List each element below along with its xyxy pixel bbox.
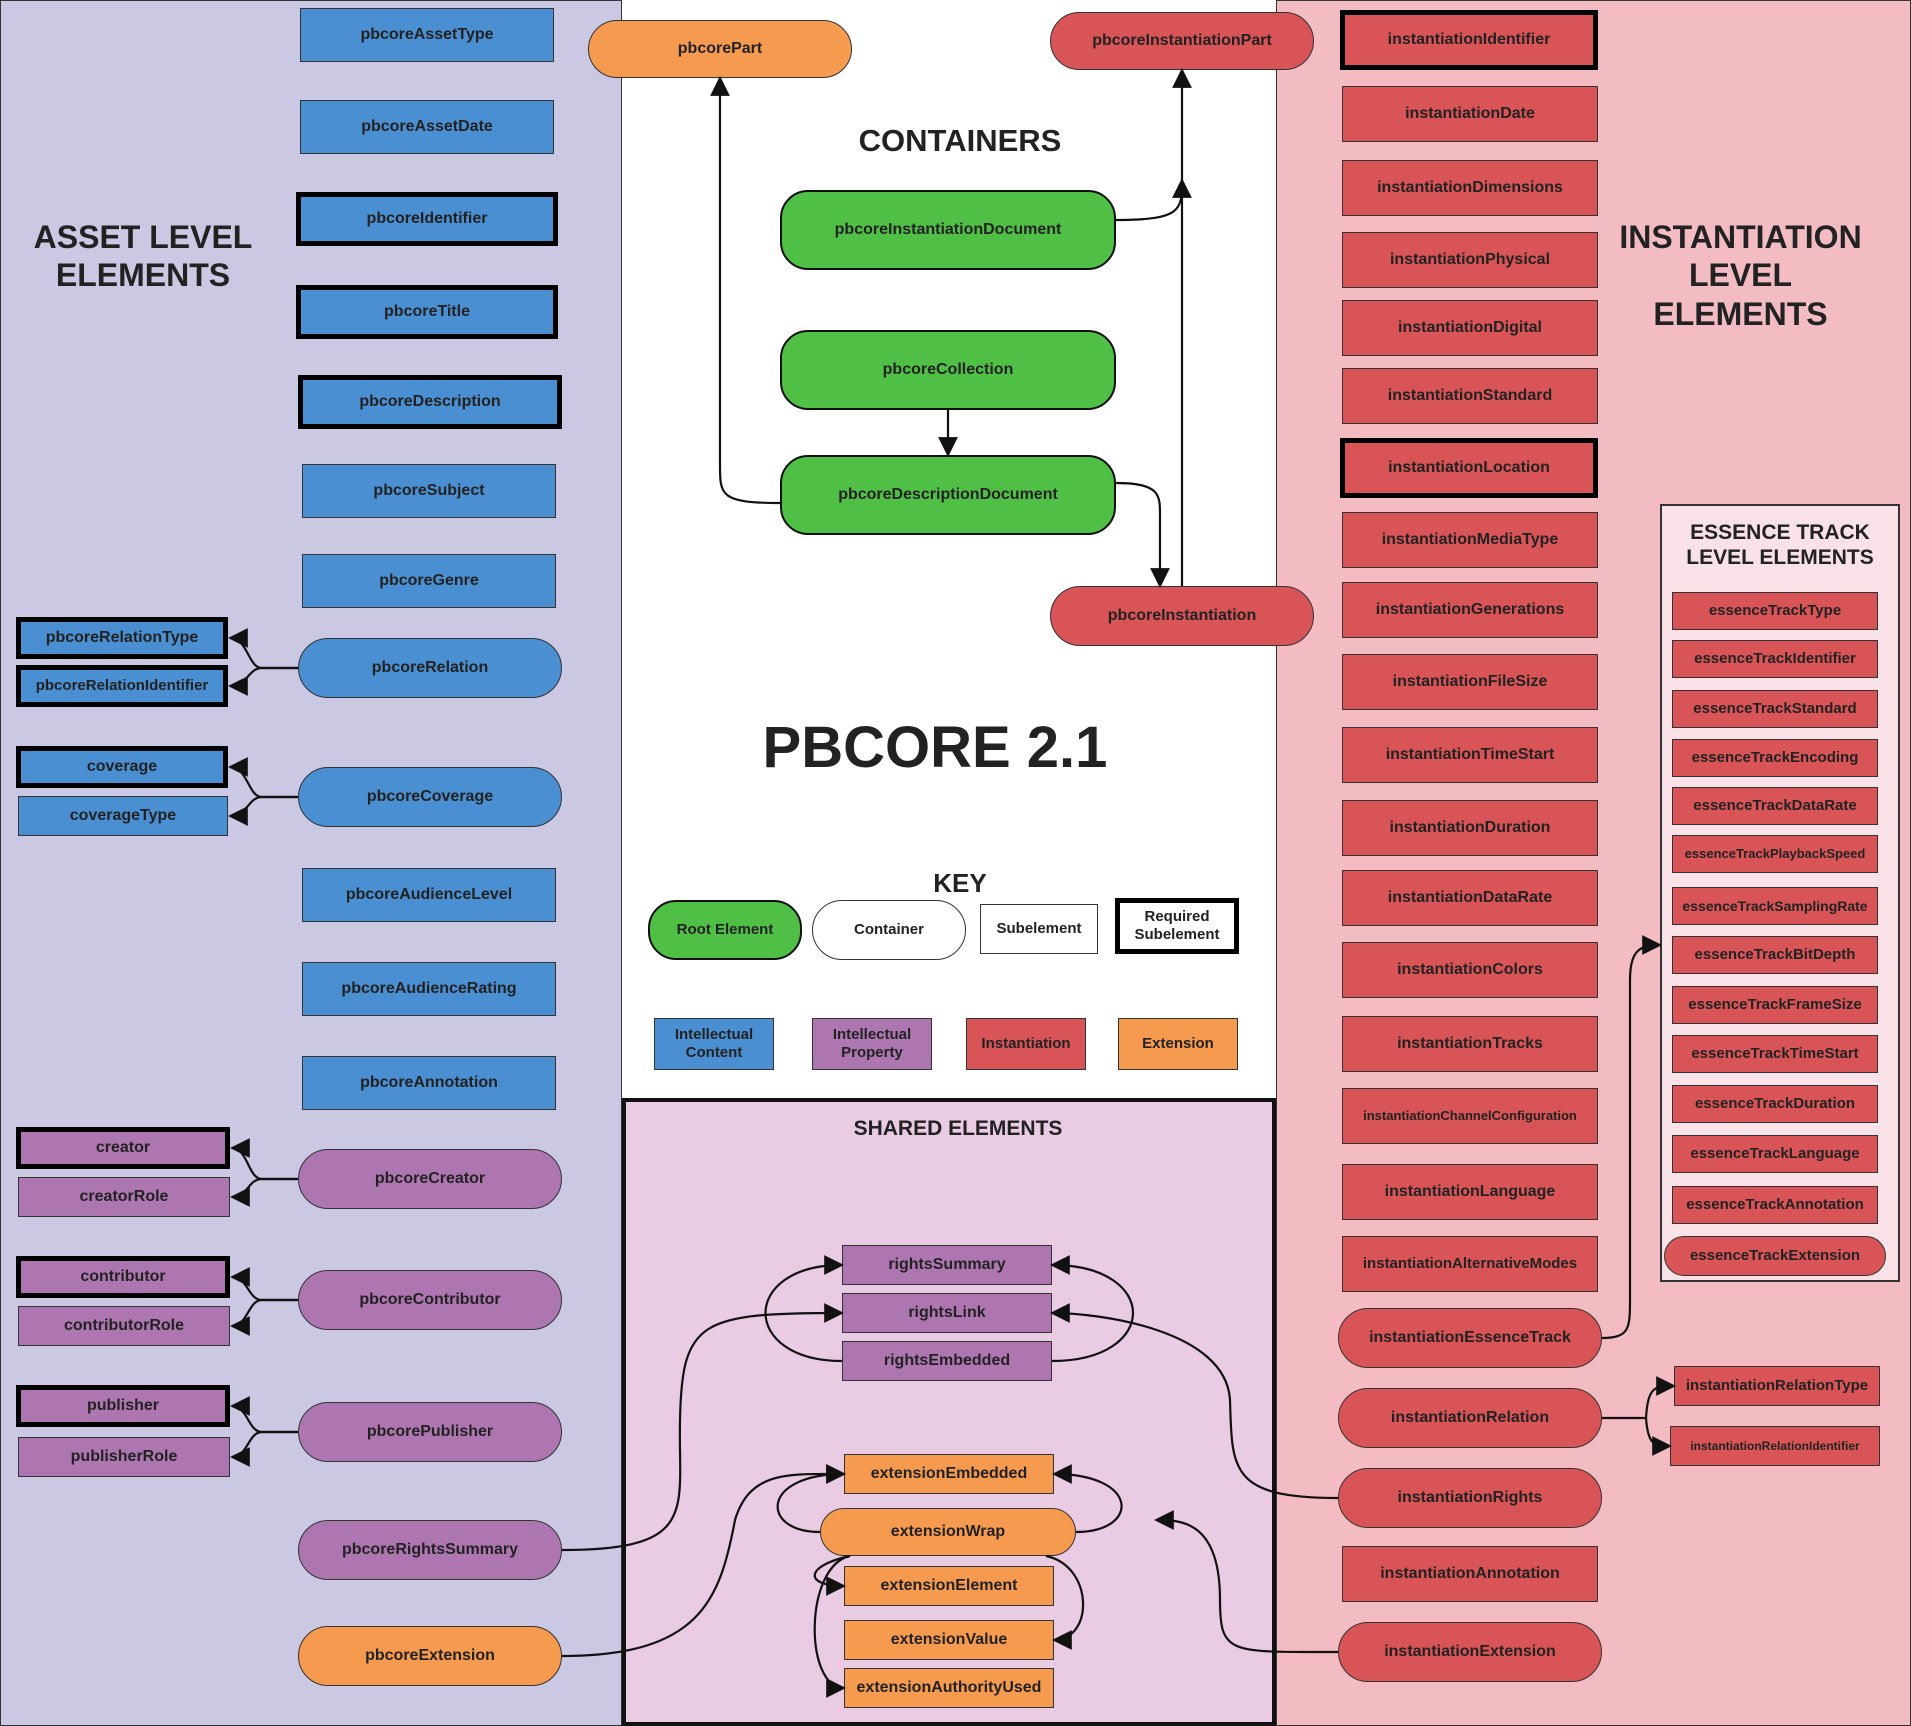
node-coverage: coverage — [16, 746, 228, 788]
node-contributor-role: contributorRole — [18, 1306, 230, 1346]
node-pbcore-audience-level: pbcoreAudienceLevel — [302, 868, 556, 922]
node-pbcore-instantiation: pbcoreInstantiation — [1050, 586, 1314, 646]
node-key-ip: Intellectual Property — [812, 1018, 932, 1070]
node-pbcore-coverage: pbcoreCoverage — [298, 767, 562, 827]
node-instantiation-duration: instantiationDuration — [1342, 800, 1598, 856]
node-pbcore-description: pbcoreDescription — [298, 375, 562, 429]
node-rights-link: rightsLink — [842, 1293, 1052, 1333]
asset-level-heading: ASSET LEVEL ELEMENTS — [33, 219, 253, 294]
node-coverage-type: coverageType — [18, 796, 228, 836]
node-creator-role: creatorRole — [18, 1177, 230, 1217]
node-pbcore-genre: pbcoreGenre — [302, 554, 556, 608]
node-instantiation-generations: instantiationGenerations — [1342, 582, 1598, 638]
node-essence-track-duration: essenceTrackDuration — [1672, 1085, 1878, 1123]
node-key-ext: Extension — [1118, 1018, 1238, 1070]
node-essence-track-identifier: essenceTrackIdentifier — [1672, 640, 1878, 678]
key-heading: KEY — [933, 868, 987, 898]
node-instantiation-relation-type: instantiationRelationType — [1674, 1366, 1880, 1406]
node-publisher-role: publisherRole — [18, 1437, 230, 1477]
node-pbcore-instantiation-document: pbcoreInstantiationDocument — [780, 190, 1116, 270]
node-pbcore-asset-type: pbcoreAssetType — [300, 8, 554, 62]
node-instantiation-tracks: instantiationTracks — [1342, 1016, 1598, 1072]
node-publisher: publisher — [16, 1385, 230, 1427]
node-essence-track-encoding: essenceTrackEncoding — [1672, 739, 1878, 777]
node-instantiation-time-start: instantiationTimeStart — [1342, 727, 1598, 783]
node-instantiation-essence-track: instantiationEssenceTrack — [1338, 1308, 1602, 1368]
node-key-sub: Subelement — [980, 904, 1098, 954]
node-instantiation-channel-configuration: instantiationChannelConfiguration — [1342, 1088, 1598, 1144]
node-pbcore-title: pbcoreTitle — [296, 285, 558, 339]
node-pbcore-description-document: pbcoreDescriptionDocument — [780, 455, 1116, 535]
node-essence-track-type: essenceTrackType — [1672, 592, 1878, 630]
node-instantiation-language: instantiationLanguage — [1342, 1164, 1598, 1220]
node-key-ic: Intellectual Content — [654, 1018, 774, 1070]
node-creator: creator — [16, 1127, 230, 1169]
node-pbcore-publisher: pbcorePublisher — [298, 1402, 562, 1462]
node-key-inst: Instantiation — [966, 1018, 1086, 1070]
node-extension-authority-used: extensionAuthorityUsed — [844, 1668, 1054, 1708]
node-pbcore-extension: pbcoreExtension — [298, 1626, 562, 1686]
node-pbcore-rights-summary: pbcoreRightsSummary — [298, 1520, 562, 1580]
node-pbcore-instantiation-part: pbcoreInstantiationPart — [1050, 12, 1314, 70]
node-key-req: Required Subelement — [1115, 898, 1239, 954]
node-essence-track-sampling-rate: essenceTrackSamplingRate — [1672, 887, 1878, 925]
node-essence-track-bit-depth: essenceTrackBitDepth — [1672, 936, 1878, 974]
node-instantiation-identifier: instantiationIdentifier — [1340, 10, 1598, 70]
node-instantiation-standard: instantiationStandard — [1342, 368, 1598, 424]
node-essence-track-annotation: essenceTrackAnnotation — [1672, 1186, 1878, 1224]
node-extension-value: extensionValue — [844, 1620, 1054, 1660]
node-key-root: Root Element — [648, 900, 802, 960]
node-instantiation-relation: instantiationRelation — [1338, 1388, 1602, 1448]
instantiation-level-heading: INSTANTIATION LEVEL ELEMENTS — [1619, 219, 1862, 332]
node-extension-wrap: extensionWrap — [820, 1508, 1076, 1556]
node-essence-track-standard: essenceTrackStandard — [1672, 690, 1878, 728]
node-instantiation-data-rate: instantiationDataRate — [1342, 870, 1598, 926]
node-essence-track-frame-size: essenceTrackFrameSize — [1672, 986, 1878, 1024]
node-essence-track-data-rate: essenceTrackDataRate — [1672, 787, 1878, 825]
node-instantiation-location: instantiationLocation — [1340, 438, 1598, 498]
node-instantiation-media-type: instantiationMediaType — [1342, 512, 1598, 568]
node-pbcore-creator: pbcoreCreator — [298, 1149, 562, 1209]
node-pbcore-asset-date: pbcoreAssetDate — [300, 100, 554, 154]
node-essence-track-language: essenceTrackLanguage — [1672, 1135, 1878, 1173]
node-extension-element: extensionElement — [844, 1566, 1054, 1606]
node-essence-track-playback-speed: essenceTrackPlaybackSpeed — [1672, 835, 1878, 873]
node-pbcore-relation-identifier: pbcoreRelationIdentifier — [16, 665, 228, 707]
node-instantiation-annotation: instantiationAnnotation — [1342, 1546, 1598, 1602]
node-pbcore-audience-rating: pbcoreAudienceRating — [302, 962, 556, 1016]
node-instantiation-extension: instantiationExtension — [1338, 1622, 1602, 1682]
node-instantiation-file-size: instantiationFileSize — [1342, 654, 1598, 710]
node-key-container: Container — [812, 900, 966, 960]
node-contributor: contributor — [16, 1256, 230, 1298]
node-rights-embedded: rightsEmbedded — [842, 1341, 1052, 1381]
node-extension-embedded: extensionEmbedded — [844, 1454, 1054, 1494]
node-instantiation-alternative-modes: instantiationAlternativeModes — [1342, 1236, 1598, 1292]
node-instantiation-physical: instantiationPhysical — [1342, 232, 1598, 288]
node-pbcore-part: pbcorePart — [588, 20, 852, 78]
essence-track-heading: ESSENCE TRACK LEVEL ELEMENTS — [1686, 521, 1874, 570]
node-pbcore-relation-type: pbcoreRelationType — [16, 617, 228, 659]
node-pbcore-annotation: pbcoreAnnotation — [302, 1056, 556, 1110]
node-pbcore-identifier: pbcoreIdentifier — [296, 192, 558, 246]
containers-heading: CONTAINERS — [858, 123, 1062, 158]
node-pbcore-collection: pbcoreCollection — [780, 330, 1116, 410]
node-instantiation-relation-identifier: instantiationRelationIdentifier — [1670, 1426, 1880, 1466]
node-instantiation-rights: instantiationRights — [1338, 1468, 1602, 1528]
node-essence-track-time-start: essenceTrackTimeStart — [1672, 1035, 1878, 1073]
node-instantiation-dimensions: instantiationDimensions — [1342, 160, 1598, 216]
node-instantiation-digital: instantiationDigital — [1342, 300, 1598, 356]
page-title: PBCORE 2.1 — [762, 715, 1108, 780]
shared-elements-heading: SHARED ELEMENTS — [853, 1117, 1063, 1140]
node-pbcore-relation: pbcoreRelation — [298, 638, 562, 698]
node-essence-track-extension: essenceTrackExtension — [1664, 1236, 1886, 1276]
node-rights-summary: rightsSummary — [842, 1245, 1052, 1285]
node-instantiation-date: instantiationDate — [1342, 86, 1598, 142]
node-instantiation-colors: instantiationColors — [1342, 942, 1598, 998]
node-pbcore-subject: pbcoreSubject — [302, 464, 556, 518]
node-pbcore-contributor: pbcoreContributor — [298, 1270, 562, 1330]
